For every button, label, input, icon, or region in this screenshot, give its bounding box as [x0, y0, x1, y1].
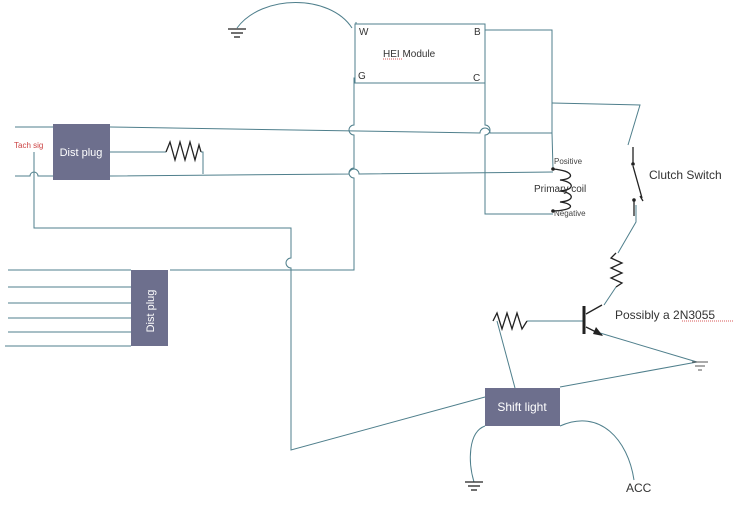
wire-emitter — [599, 332, 698, 363]
coil-negative-terminal — [551, 209, 555, 213]
wire-g — [170, 77, 356, 271]
pin-b: B — [474, 27, 481, 38]
pin-g: G — [358, 71, 366, 82]
wire-dist-top-1 — [15, 126, 554, 170]
dist-plug-side-box — [131, 270, 168, 346]
dist-plug-top: Dist plug — [53, 124, 110, 180]
switch-icon — [631, 147, 644, 216]
ground-icon — [692, 361, 708, 371]
transistor-icon — [582, 304, 603, 336]
wire-dist-side — [5, 269, 131, 347]
resistor-icon — [492, 310, 528, 332]
primary-coil: Positive Negative Primary coil — [534, 157, 586, 218]
wires — [5, 2, 698, 483]
dist-plug-top-box — [53, 124, 110, 180]
coil-positive-label: Positive — [554, 157, 583, 166]
wire-collector — [603, 286, 617, 306]
wire-shift-ground-left — [469, 425, 486, 483]
tach-sig-label: Tach sig — [14, 141, 43, 150]
hei-module: HEI Module W B G C — [354, 23, 486, 84]
ground-icon — [465, 481, 483, 491]
dist-plug-side-label: Dist plug — [145, 290, 157, 333]
wire-shift-acc — [559, 420, 635, 481]
shift-light-label: Shift light — [497, 400, 547, 414]
wire-tach — [33, 152, 486, 451]
coil-positive-terminal — [551, 167, 555, 171]
pin-w: W — [359, 27, 369, 38]
dist-plug-side: Dist plug — [131, 270, 168, 346]
acc-label: ACC — [626, 481, 652, 495]
pin-c: C — [473, 73, 480, 84]
wire-shift-ground — [559, 361, 698, 388]
dist-plug-top-label: Dist plug — [60, 147, 103, 159]
shift-light-box — [485, 388, 560, 426]
wire-shift-base — [496, 320, 516, 389]
resistor-icon — [609, 252, 624, 288]
clutch-switch-label: Clutch Switch — [649, 168, 722, 182]
wire-clutch-out — [617, 205, 637, 254]
transistor-label: Possibly a 2N3055 — [615, 308, 715, 322]
hei-module-label: HEI Module — [383, 49, 436, 60]
wire-b — [485, 29, 553, 133]
wire-clutch-in — [551, 102, 641, 146]
coil-icon — [552, 168, 572, 212]
primary-coil-label: Primary coil — [534, 184, 586, 195]
wire-resistor-1 — [110, 151, 204, 174]
wire-w-ground — [236, 2, 353, 29]
shift-light: Shift light — [485, 388, 560, 426]
resistor-icon — [165, 139, 202, 163]
hei-module-box — [354, 23, 486, 84]
coil-negative-label: Negative — [554, 209, 586, 218]
ground-icon — [228, 28, 246, 38]
